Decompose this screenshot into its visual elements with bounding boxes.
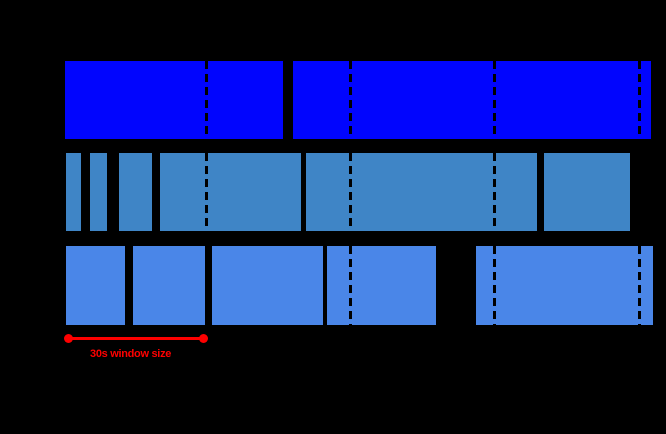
window-boundary-dash: [492, 246, 496, 325]
track-3-segment: [476, 246, 653, 325]
window-size-label: 30s window size: [90, 348, 172, 360]
window-size-endpoint-right: [198, 334, 208, 343]
track-3-segment: [327, 246, 436, 325]
window-boundary-dash: [637, 153, 641, 231]
window-size-endpoint-left: [63, 334, 73, 343]
window-boundary-dash: [204, 153, 208, 231]
window-boundary-dash: [348, 153, 352, 231]
window-boundary-dash: [204, 246, 208, 325]
track-2-segment: [90, 153, 107, 231]
window-boundary-dash: [637, 61, 641, 139]
track-3-segment: [133, 246, 205, 325]
track-3-segment: [66, 246, 125, 325]
track-2-segment: [66, 153, 81, 231]
track-1-segment: [65, 61, 283, 139]
window-boundary-dash: [204, 61, 208, 139]
track-2-segment: [160, 153, 301, 231]
track-2-segment: [544, 153, 630, 231]
track-2-segment: [306, 153, 537, 231]
window-boundary-dash: [492, 61, 496, 139]
window-boundary-dash: [348, 246, 352, 325]
window-boundary-dash: [492, 153, 496, 231]
track-3-segment: [212, 246, 323, 325]
window-boundary-dash: [348, 61, 352, 139]
track-2-segment: [119, 153, 152, 231]
window-size-line: [68, 337, 203, 340]
window-boundary-dash: [637, 246, 641, 325]
track-1-segment: [293, 61, 651, 139]
